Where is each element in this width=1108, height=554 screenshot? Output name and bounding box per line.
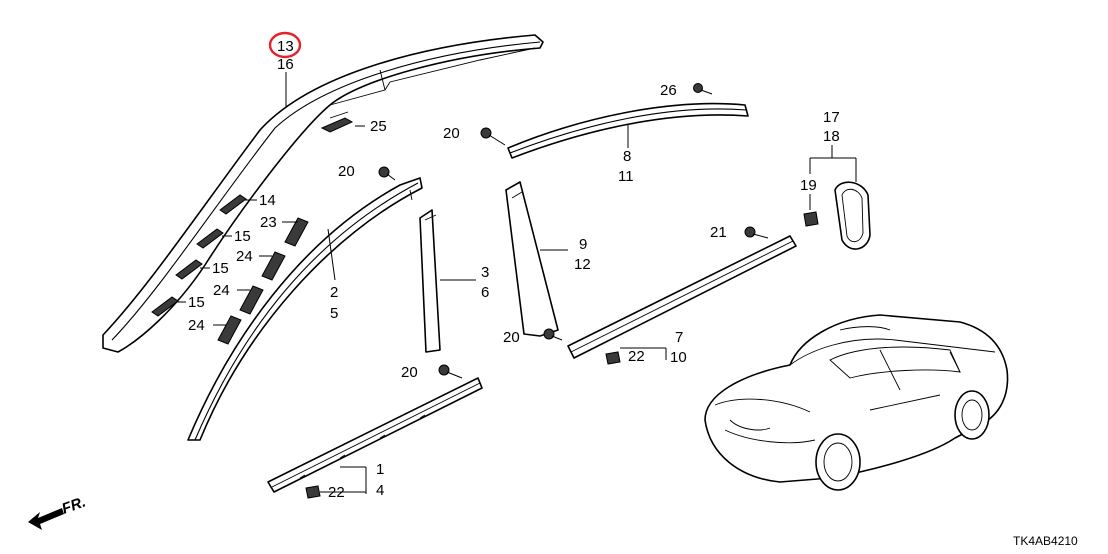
- callout-15-b[interactable]: 15: [212, 260, 229, 277]
- callout-1[interactable]: 1: [376, 461, 384, 478]
- callout-9[interactable]: 9: [579, 236, 587, 253]
- clip-22-b[interactable]: [305, 485, 321, 499]
- callout-4[interactable]: 4: [376, 482, 384, 499]
- front-direction-label: FR.: [60, 494, 89, 518]
- highlight-circle: [268, 31, 302, 59]
- callout-3[interactable]: 3: [481, 264, 489, 281]
- callout-21[interactable]: 21: [710, 224, 727, 241]
- callout-13[interactable]: 13: [277, 38, 294, 55]
- front-pillar-garnish-part[interactable]: [419, 209, 441, 353]
- callout-20-d[interactable]: 20: [401, 364, 418, 381]
- callout-26[interactable]: 26: [660, 82, 677, 99]
- callout-25[interactable]: 25: [370, 118, 387, 135]
- callout-20-c[interactable]: 20: [503, 329, 520, 346]
- front-sash-molding-part[interactable]: [187, 177, 423, 441]
- pad-24-top[interactable]: [261, 251, 286, 281]
- rear-sash-molding-part[interactable]: [507, 102, 749, 159]
- callout-16[interactable]: 16: [277, 56, 294, 73]
- callout-2[interactable]: 2: [330, 284, 338, 301]
- callout-19[interactable]: 19: [800, 177, 817, 194]
- callout-11[interactable]: 11: [618, 168, 634, 185]
- clip-15-top[interactable]: [196, 228, 224, 249]
- rear-pillar-garnish-part[interactable]: [505, 181, 559, 337]
- pad-23[interactable]: [284, 217, 309, 247]
- quarter-garnish-part[interactable]: [834, 181, 871, 250]
- clip-15-middle[interactable]: [175, 259, 203, 280]
- callout-17[interactable]: 17: [823, 109, 840, 126]
- clip-25[interactable]: [320, 111, 354, 133]
- callout-14[interactable]: 14: [259, 192, 276, 209]
- callout-5[interactable]: 5: [330, 305, 338, 322]
- clip-19[interactable]: [803, 211, 819, 227]
- car-overview-illustration: [704, 314, 1009, 491]
- clip-15-bottom[interactable]: [151, 296, 179, 317]
- callout-12[interactable]: 12: [574, 256, 591, 273]
- front-direction-arrow-icon: [28, 508, 64, 530]
- callout-15-c[interactable]: 15: [188, 294, 205, 311]
- callout-6[interactable]: 6: [481, 284, 489, 301]
- callout-18[interactable]: 18: [823, 128, 840, 145]
- callout-24-a[interactable]: 24: [236, 248, 253, 265]
- clip-22-a[interactable]: [605, 351, 621, 365]
- callout-24-b[interactable]: 24: [213, 282, 230, 299]
- screw-20-d[interactable]: [438, 364, 463, 379]
- clip-14[interactable]: [219, 194, 247, 215]
- callout-24-c[interactable]: 24: [188, 317, 205, 334]
- screw-20-b[interactable]: [480, 127, 506, 146]
- rear-belt-molding-part[interactable]: [567, 235, 797, 359]
- diagram-code: TK4AB4210: [1013, 534, 1078, 548]
- pad-24-bottom[interactable]: [217, 315, 242, 345]
- callout-23[interactable]: 23: [260, 214, 277, 231]
- callout-15-a[interactable]: 15: [234, 228, 251, 245]
- callout-20-a[interactable]: 20: [338, 163, 355, 180]
- callout-22-a[interactable]: 22: [628, 348, 645, 365]
- screw-20-a[interactable]: [378, 166, 396, 181]
- roof-molding-part[interactable]: [102, 34, 544, 353]
- callout-20-b[interactable]: 20: [443, 125, 460, 142]
- callout-22-b[interactable]: 22: [328, 484, 345, 501]
- callout-10[interactable]: 10: [670, 349, 687, 366]
- front-belt-molding-part[interactable]: [267, 377, 483, 493]
- leader-lines: [176, 72, 857, 494]
- callout-7[interactable]: 7: [675, 329, 683, 346]
- screw-21[interactable]: [744, 226, 769, 239]
- callout-8[interactable]: 8: [623, 148, 631, 165]
- pad-24-middle[interactable]: [239, 285, 264, 315]
- screw-20-c[interactable]: [543, 328, 563, 341]
- screw-26[interactable]: [693, 83, 713, 95]
